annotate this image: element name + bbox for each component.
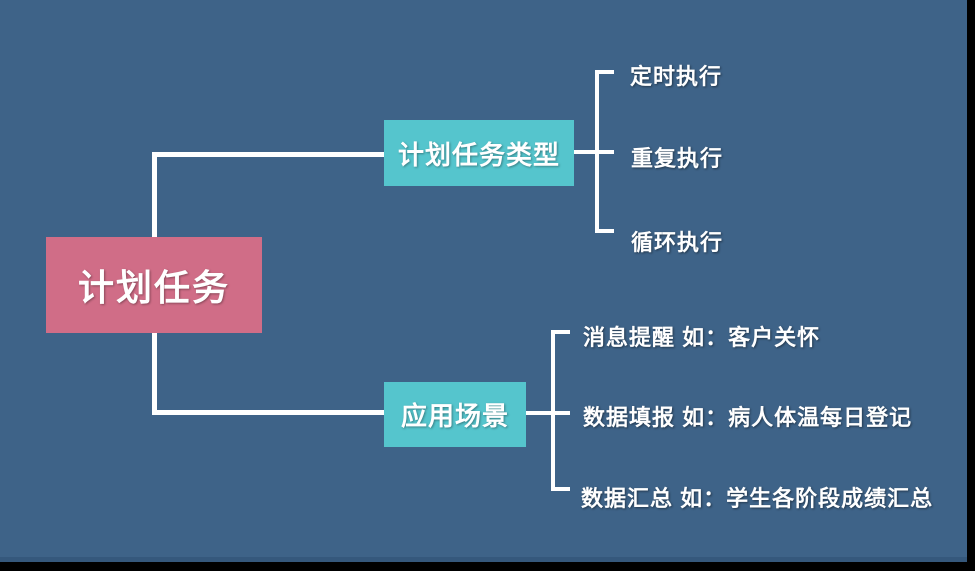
- branch1-stub-bottom: [595, 229, 614, 233]
- slide-edge-bar-bottom: [0, 562, 975, 571]
- branch-node-task-types-label: 计划任务类型: [397, 139, 560, 170]
- leaf-message-reminder: 消息提醒 如：客户关怀: [583, 325, 821, 350]
- slide-edge-shadow: [0, 557, 967, 562]
- slide-edge-bar-right: [967, 0, 975, 571]
- branch1-stub-top: [595, 70, 614, 74]
- trunk-top-connector: [152, 152, 385, 157]
- leaf-loop-execution: 循环执行: [631, 230, 724, 255]
- leaf-timed-execution: 定时执行: [630, 64, 723, 89]
- branch2-vertical-line: [551, 330, 555, 490]
- root-node-label: 计划任务: [77, 267, 230, 308]
- branch-node-use-cases-label: 应用场景: [400, 401, 509, 431]
- branch-node-task-types: 计划任务类型: [384, 120, 574, 186]
- branch2-connector-line: [526, 411, 570, 415]
- branch1-connector-line: [574, 150, 614, 154]
- trunk-bottom-connector: [152, 410, 385, 415]
- branch2-stub-top: [551, 330, 570, 334]
- branch1-vertical-line: [595, 70, 599, 233]
- leaf-repeat-execution: 重复执行: [631, 146, 724, 171]
- root-node: 计划任务: [46, 237, 262, 333]
- branch-node-use-cases: 应用场景: [384, 382, 526, 447]
- leaf-data-filling: 数据填报 如：病人体温每日登记: [583, 405, 913, 430]
- leaf-data-summary: 数据汇总 如：学生各阶段成绩汇总: [581, 486, 934, 511]
- branch2-stub-bottom: [551, 487, 570, 491]
